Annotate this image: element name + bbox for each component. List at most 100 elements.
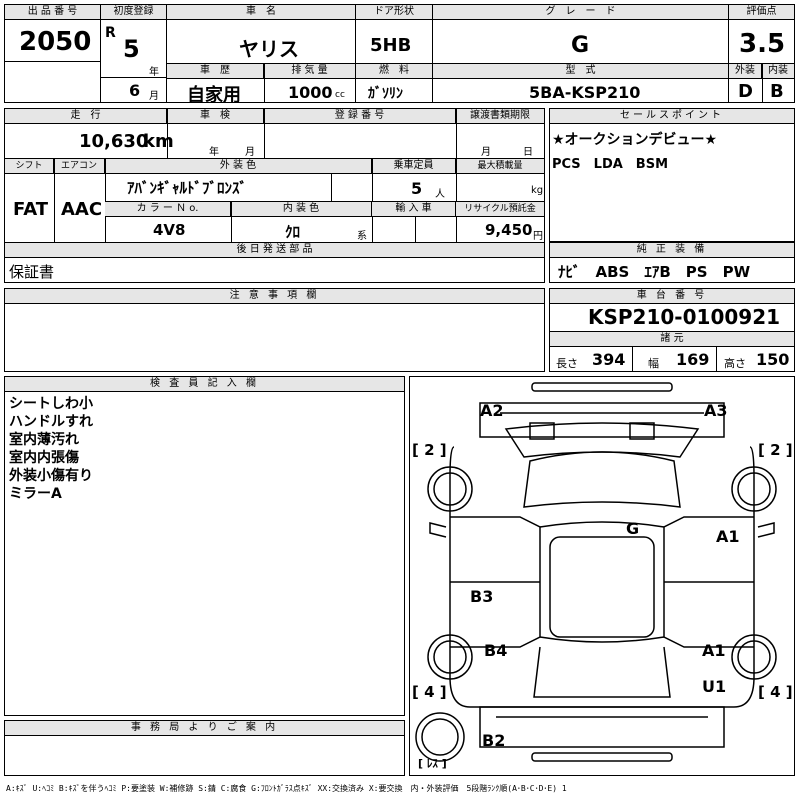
damage-mark: B3	[470, 587, 494, 606]
displacement: 1000	[288, 83, 333, 102]
reg-month: 6	[129, 81, 141, 100]
fuel-label: 燃 料	[356, 64, 432, 79]
inspector-label: 検 査 員 記 入 欄	[5, 377, 404, 392]
inspector-note: 室内薄汚れ	[9, 432, 79, 448]
car-diagram-block: [ 2 ] [ 2 ] [ 4 ] [ 4 ] [ ﾚｽ ] A2 A3 G A…	[409, 376, 795, 776]
inspector-block: 検 査 員 記 入 欄 シートしわ小 ハンドルすれ 室内薄汚れ 室内内張傷 外装…	[4, 376, 405, 716]
chassis-number: KSP210-0100921	[588, 305, 781, 329]
door-label: ドア形状	[356, 5, 432, 20]
displacement-label: 排 気 量	[264, 64, 355, 79]
header-block: 出 品 番 号 2050 初度登録 R 5 年 6 月 車 名 ヤリス 車 歴 …	[4, 4, 795, 106]
inspector-note: ミラーA	[9, 486, 62, 502]
transfer-deadline-label: 譲渡書類期限	[456, 109, 544, 124]
int-color-label: 内 装 色	[231, 202, 372, 217]
damage-mark: G	[626, 519, 640, 538]
sales-point-label: セールスポイント	[550, 109, 794, 124]
score-label: 評価点	[729, 5, 794, 20]
transfer-day-unit: 日	[523, 147, 533, 158]
reg-year: 5	[123, 35, 140, 63]
score-cell: 評価点 3.5 外装 内装 D B	[729, 5, 794, 102]
grade-label: グ レ ー ド	[433, 5, 728, 20]
inspection-year-unit: 年	[209, 147, 219, 158]
grade-cell: グ レ ー ド G 型 式 5BA-KSP210	[433, 5, 729, 102]
interior-grade-label: 内装	[762, 64, 794, 79]
max-load-label: 最大積載量	[456, 159, 544, 174]
equipment-label: 純 正 装 備	[550, 243, 794, 258]
recycle-unit: 円	[533, 231, 543, 242]
month-unit: 月	[149, 91, 159, 102]
chassis-label: 車 台 番 号	[550, 289, 794, 304]
shift: FAT	[13, 199, 49, 220]
tread-front-left: [ 2 ]	[412, 441, 447, 459]
capacity-unit: 人	[435, 189, 445, 200]
inspector-note: 外装小傷有り	[9, 468, 93, 484]
history: 自家用	[187, 85, 241, 106]
damage-mark: B2	[482, 731, 506, 750]
max-load-unit: kg	[531, 185, 544, 196]
lot-number-cell: 出 品 番 号 2050	[5, 5, 101, 102]
equipment-block: 純 正 装 備 ﾅﾋﾞ ABS ｴｱB PS PW	[549, 242, 795, 283]
notes-label: 注 意 事 項 欄	[5, 289, 544, 304]
import-label: 輸 入 車	[372, 202, 456, 217]
damage-mark: A1	[716, 527, 740, 546]
lot-number-label: 出 品 番 号	[5, 5, 100, 20]
int-color-unit: 系	[357, 231, 367, 242]
tread-rear-right: [ 4 ]	[758, 683, 793, 701]
door-type: 5HB	[370, 35, 412, 56]
first-registration-label: 初度登録	[101, 5, 166, 20]
first-registration-cell: 初度登録 R 5 年 6 月	[101, 5, 167, 102]
color-number: 4V8	[153, 221, 186, 239]
tread-front-right: [ 2 ]	[758, 441, 793, 459]
interior-grade: B	[770, 81, 784, 102]
width: 169	[676, 350, 710, 369]
spare-tire-label: [ ﾚｽ ]	[418, 757, 447, 770]
damage-mark: A1	[702, 641, 726, 660]
fuel: ｶﾞｿﾘﾝ	[368, 86, 403, 102]
reg-number-label: 登 録 番 号	[264, 109, 456, 124]
office-block: 事 務 局 よ り ご 案 内	[4, 720, 405, 776]
length-label: 長さ	[556, 357, 578, 370]
color-number-label: カ ラ ー Ｎ o.	[105, 202, 231, 217]
damage-mark: A3	[704, 401, 728, 420]
inspection-label: 車 検	[167, 109, 264, 124]
dimensions-label: 諸 元	[550, 332, 794, 347]
lot-number: 2050	[19, 27, 92, 57]
height: 150	[756, 350, 790, 369]
transfer-month-unit: 月	[481, 147, 491, 158]
grade: G	[571, 33, 590, 58]
car-diagram	[415, 382, 777, 762]
capacity-label: 乗車定員	[372, 159, 456, 174]
recycle-label: リサイクル預託金	[456, 202, 544, 217]
car-name-cell: 車 名 ヤリス 車 歴 排 気 量 自家用 1000 cc	[167, 5, 356, 106]
mileage: 10,630	[79, 131, 149, 152]
mileage-unit: km	[143, 131, 174, 152]
damage-mark: B4	[484, 641, 508, 660]
car-name-label: 車 名	[167, 5, 355, 20]
notes-block: 注 意 事 項 欄	[4, 288, 545, 372]
vehicle-info-block: 走 行 車 検 登 録 番 号 譲渡書類期限 10,630 km 年 月 月 日…	[4, 108, 545, 283]
later-parts: 保証書	[9, 263, 55, 281]
shift-label: シフト	[5, 159, 54, 174]
sales-point-block: セールスポイント ★オークションデビュー★ PCS LDA BSM	[549, 108, 795, 242]
office-label: 事 務 局 よ り ご 案 内	[5, 721, 404, 736]
ac-label: エアコン	[54, 159, 105, 174]
year-unit: 年	[149, 67, 159, 78]
displacement-unit: cc	[335, 90, 345, 100]
inspector-note: ハンドルすれ	[9, 414, 93, 430]
legend: A:ｷｽﾞ U:ﾍｺﾐ B:ｷｽﾞを伴うﾍｺﾐ P:要塗装 W:補修跡 S:錆 …	[6, 784, 567, 793]
mileage-label: 走 行	[5, 109, 167, 124]
damage-mark: A2	[480, 401, 504, 420]
capacity: 5	[411, 179, 423, 198]
exterior-grade: D	[738, 81, 753, 102]
inspector-note: シートしわ小	[9, 396, 93, 412]
width-label: 幅	[648, 357, 659, 370]
car-name: ヤリス	[239, 37, 299, 61]
height-label: 高さ	[724, 357, 746, 370]
inspector-note: 室内内張傷	[9, 450, 79, 466]
recycle-fee: 9,450	[485, 221, 533, 239]
ext-color-label: 外 装 色	[105, 159, 372, 174]
damage-mark: U1	[702, 677, 727, 696]
exterior-grade-label: 外装	[729, 64, 762, 79]
sales-point-line-2: PCS LDA BSM	[552, 157, 669, 172]
later-parts-label: 後 日 発 送 部 品	[5, 243, 544, 258]
